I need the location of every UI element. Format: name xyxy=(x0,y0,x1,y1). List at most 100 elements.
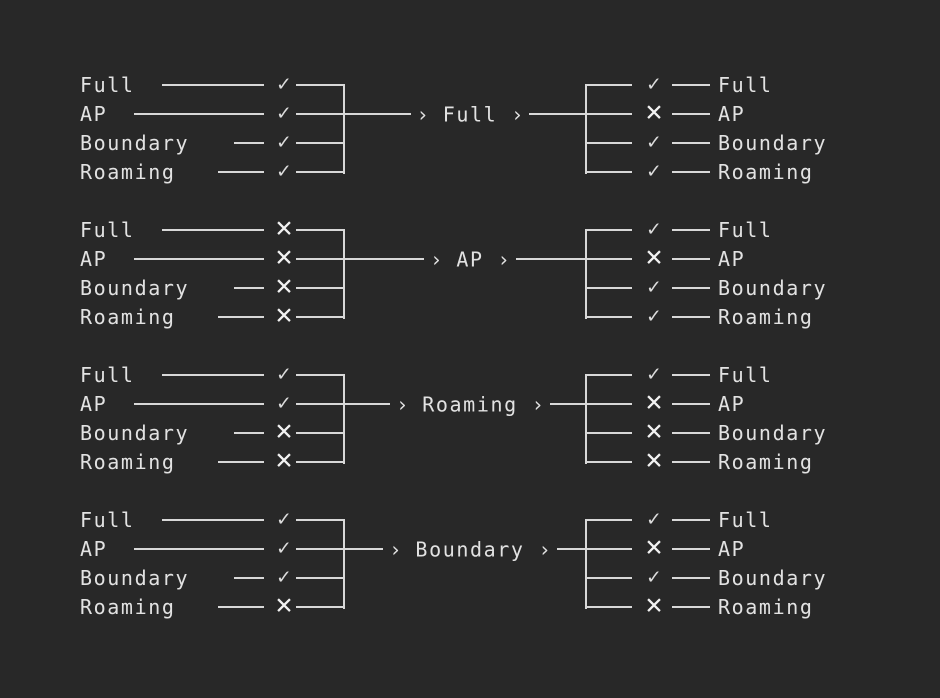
output-row: ✓Full xyxy=(0,216,940,245)
output-connector-line xyxy=(672,84,710,86)
cross-icon: ✕ xyxy=(274,419,294,446)
check-icon: ✓ xyxy=(646,131,662,154)
check-icon: ✓ xyxy=(646,508,662,531)
check-icon: ✓ xyxy=(276,537,292,560)
output-connector-line xyxy=(672,142,710,144)
output-connector-line xyxy=(672,287,710,289)
output-connector-line xyxy=(672,461,710,463)
output-bracket-stub xyxy=(585,461,632,463)
output-connector-line xyxy=(672,316,710,318)
input-label: Boundary xyxy=(80,276,190,300)
input-row: Full ✓ xyxy=(0,506,940,535)
input-row: Roaming ✕ xyxy=(0,593,940,622)
input-bracket-stub xyxy=(296,461,345,463)
output-bracket-stub xyxy=(585,113,632,115)
output-label: Roaming xyxy=(718,305,814,329)
output-bracket-spine xyxy=(585,85,587,174)
output-connector-line xyxy=(672,171,710,173)
input-label: Full xyxy=(80,218,135,242)
input-connector-line xyxy=(234,577,264,579)
check-icon: ✓ xyxy=(276,363,292,386)
transition-trunk-line xyxy=(343,548,587,550)
output-row: ✕AP xyxy=(0,100,940,129)
check-icon: ✓ xyxy=(646,160,662,183)
input-label: Full xyxy=(80,73,135,97)
output-connector-line xyxy=(672,606,710,608)
input-label: Boundary xyxy=(80,566,190,590)
check-icon: ✓ xyxy=(646,305,662,328)
check-icon: ✓ xyxy=(276,508,292,531)
output-bracket-stub xyxy=(585,316,632,318)
input-connector-line xyxy=(234,432,264,434)
output-label: AP xyxy=(718,247,746,271)
transition-block: Full✕AP✕Boundary✕Roaming✕✓Full✕AP✓Bounda… xyxy=(0,205,940,335)
input-connector-line xyxy=(134,113,264,115)
cross-icon: ✕ xyxy=(644,593,664,620)
transition-trunk-line xyxy=(343,258,587,260)
check-icon: ✓ xyxy=(276,131,292,154)
output-label: AP xyxy=(718,537,746,561)
input-connector-line xyxy=(162,519,264,521)
input-label: AP xyxy=(80,392,108,416)
input-connector-line xyxy=(234,287,264,289)
cross-icon: ✕ xyxy=(644,535,664,562)
output-bracket-stub xyxy=(585,229,632,231)
input-row: Full✕ xyxy=(0,216,940,245)
input-row: Full ✓ xyxy=(0,361,940,390)
check-icon: ✓ xyxy=(646,363,662,386)
input-row: Roaming ✕ xyxy=(0,303,940,332)
check-icon: ✓ xyxy=(646,276,662,299)
output-bracket-stub xyxy=(585,287,632,289)
cross-icon: ✕ xyxy=(644,419,664,446)
output-row: ✕ Roaming xyxy=(0,448,940,477)
input-row: AP✓ xyxy=(0,390,940,419)
input-connector-line xyxy=(134,403,264,405)
check-icon: ✓ xyxy=(646,73,662,96)
input-row: Boundary✓ xyxy=(0,129,940,158)
output-bracket-stub xyxy=(585,606,632,608)
output-label: Boundary xyxy=(718,566,828,590)
check-icon: ✓ xyxy=(646,566,662,589)
input-bracket-spine xyxy=(343,375,345,464)
input-connector-line xyxy=(234,142,264,144)
input-bracket-stub xyxy=(296,84,345,86)
output-bracket-stub xyxy=(585,519,632,521)
output-row: ✕ Roaming xyxy=(0,593,940,622)
output-connector-line xyxy=(672,432,710,434)
input-row: Boundary✕ xyxy=(0,274,940,303)
input-row: Full ✓ xyxy=(0,71,940,100)
output-connector-line xyxy=(672,403,710,405)
output-label: Boundary xyxy=(718,421,828,445)
input-bracket-stub xyxy=(296,287,345,289)
input-label: Roaming xyxy=(80,595,176,619)
output-row: ✕AP xyxy=(0,390,940,419)
input-bracket-stub xyxy=(296,606,345,608)
output-connector-line xyxy=(672,577,710,579)
input-bracket-stub xyxy=(296,229,345,231)
input-label: Roaming xyxy=(80,450,176,474)
output-label: Full xyxy=(718,508,773,532)
input-bracket-stub xyxy=(296,316,345,318)
output-connector-line xyxy=(672,374,710,376)
output-bracket-stub xyxy=(585,548,632,550)
output-label: Roaming xyxy=(718,595,814,619)
output-connector-line xyxy=(672,258,710,260)
input-label: Full xyxy=(80,363,135,387)
output-row: ✓ Full xyxy=(0,71,940,100)
input-row: Boundary ✕ xyxy=(0,419,940,448)
output-connector-line xyxy=(672,548,710,550)
input-label: AP xyxy=(80,537,108,561)
input-label: Full xyxy=(80,508,135,532)
cross-icon: ✕ xyxy=(274,303,294,330)
cross-icon: ✕ xyxy=(644,448,664,475)
output-bracket-stub xyxy=(585,142,632,144)
input-connector-line xyxy=(134,258,264,260)
input-bracket-spine xyxy=(343,520,345,609)
transition-trunk-line xyxy=(343,113,587,115)
output-label: Roaming xyxy=(718,160,814,184)
output-row: ✕AP xyxy=(0,245,940,274)
output-row: ✓ Boundary xyxy=(0,564,940,593)
output-bracket-stub xyxy=(585,432,632,434)
input-bracket-stub xyxy=(296,374,345,376)
